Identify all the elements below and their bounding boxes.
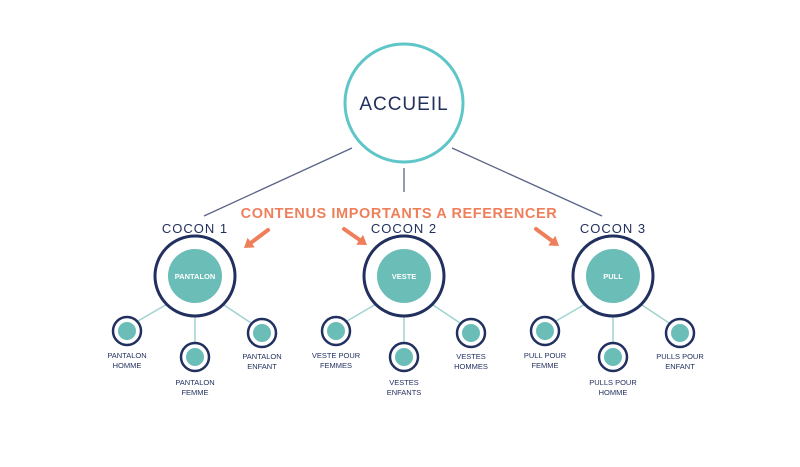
child-label: FEMMES xyxy=(320,361,352,370)
child-core xyxy=(671,324,689,342)
connector-root-cocon-3 xyxy=(451,147,603,217)
child-label: PANTALON xyxy=(175,378,214,387)
branch-line xyxy=(220,302,252,324)
cocon-title: COCON 3 xyxy=(580,221,646,236)
connector-root-cocon-1 xyxy=(203,147,353,217)
branch-line xyxy=(346,302,379,322)
child-label: FEMME xyxy=(181,388,208,397)
child-label: PULLS POUR xyxy=(589,378,637,387)
child-label: HOMME xyxy=(113,361,142,370)
child-core xyxy=(536,322,554,340)
child-label: HOMME xyxy=(599,388,628,397)
child-label: PANTALON xyxy=(242,352,281,361)
child-core xyxy=(253,324,271,342)
child-core xyxy=(395,348,413,366)
cocon-title: COCON 2 xyxy=(371,221,437,236)
child-label: PULL POUR xyxy=(524,351,567,360)
child-label: PULLS POUR xyxy=(656,352,704,361)
hub-label: PULL xyxy=(603,272,623,281)
branch-line xyxy=(137,302,170,322)
arrow-icon xyxy=(342,227,367,245)
branch-line xyxy=(429,302,461,324)
hub-core xyxy=(586,249,640,303)
child-core xyxy=(604,348,622,366)
cocon-title: COCON 1 xyxy=(162,221,228,236)
child-label: HOMMES xyxy=(454,362,488,371)
child-label: ENFANTS xyxy=(387,388,422,397)
child-core xyxy=(327,322,345,340)
cocon-groups: COCON 1PANTALONPANTALONHOMMEPANTALONFEMM… xyxy=(107,221,704,397)
child-label: PANTALON xyxy=(107,351,146,360)
child-core xyxy=(186,348,204,366)
child-label: ENFANT xyxy=(665,362,695,371)
banner-text: CONTENUS IMPORTANTS A REFERENCER xyxy=(241,206,558,222)
root-label: ACCUEIL xyxy=(359,94,448,115)
arrows xyxy=(244,227,559,248)
hub-core xyxy=(168,249,222,303)
child-label: VESTE POUR xyxy=(312,351,361,360)
hub-label: PANTALON xyxy=(175,272,216,281)
arrow-icon xyxy=(534,227,559,246)
connector-lines xyxy=(203,147,603,217)
child-core xyxy=(118,322,136,340)
child-label: ENFANT xyxy=(247,362,277,371)
hub-core xyxy=(377,249,431,303)
child-core xyxy=(462,324,480,342)
child-label: VESTES xyxy=(389,378,419,387)
arrow-icon xyxy=(244,228,270,248)
root-circle xyxy=(343,42,465,164)
cocon-1: COCON 1PANTALONPANTALONHOMMEPANTALONFEMM… xyxy=(107,221,281,397)
root-node: ACCUEIL xyxy=(343,42,465,164)
branch-line xyxy=(638,302,670,324)
branch-line xyxy=(555,302,588,322)
child-label: VESTES xyxy=(456,352,486,361)
child-label: FEMME xyxy=(531,361,558,370)
hub-label: VESTE xyxy=(392,272,417,281)
